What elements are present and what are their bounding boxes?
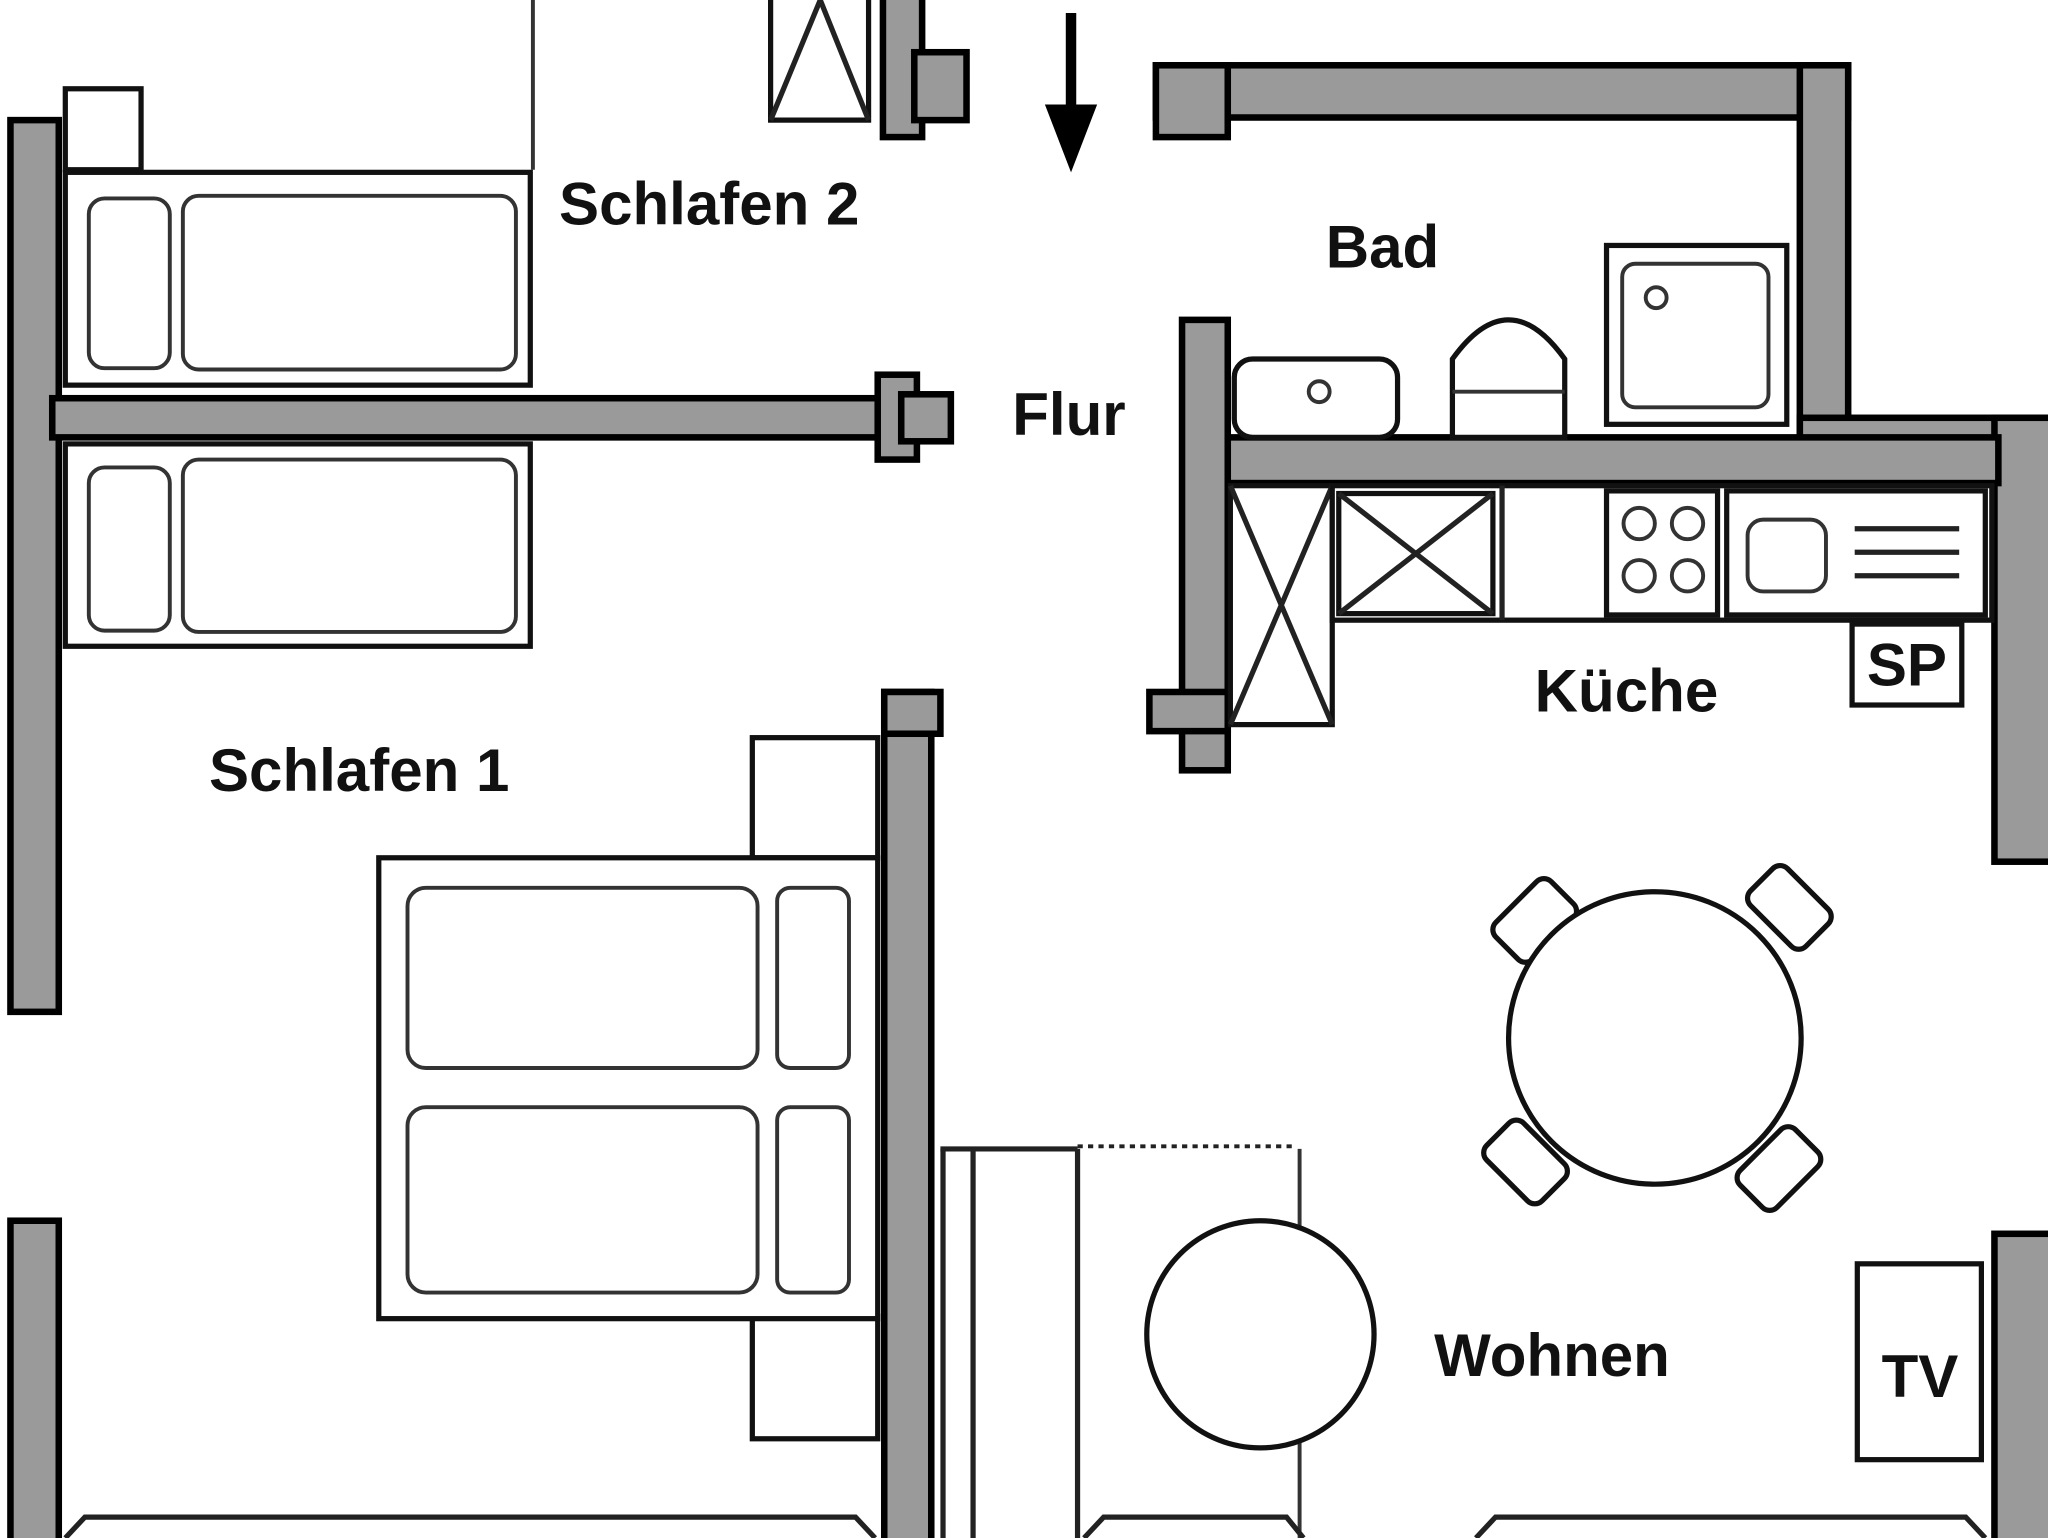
bedroom-divider-wall-cap (897, 391, 955, 445)
right-outer-wall-lower (1991, 1230, 2048, 1538)
single-bed-lower (62, 441, 533, 649)
left-outer-wall-lower (7, 1217, 63, 1538)
entrance-arrow-icon (1044, 13, 1098, 173)
bathroom-right-wall (1796, 62, 1852, 448)
nightstand-lower (749, 1313, 881, 1442)
washbasin (1231, 356, 1401, 440)
room-label-flur: Flur (1012, 381, 1125, 448)
coffee-table (1144, 1218, 1377, 1451)
room-label-bad: Bad (1326, 214, 1439, 281)
tall-cabinet (1227, 483, 1335, 728)
room-label-wohnen: Wohnen (1434, 1322, 1670, 1389)
nightstand-upper (749, 735, 881, 861)
right-outer-wall-upper (1991, 414, 2048, 865)
wardrobe-top (767, 0, 872, 123)
hall-vertical-wall-foot (1146, 688, 1232, 735)
bathroom-top-wall (1152, 62, 1852, 121)
tv-cabinet: TV (1854, 1261, 1984, 1463)
fridge (1336, 490, 1496, 617)
toilet (1449, 317, 1568, 440)
bath-kitchen-wall (1185, 434, 2002, 487)
central-wall (880, 688, 935, 1538)
top-door-wall-cap (911, 48, 970, 124)
dining-table (1481, 862, 1834, 1213)
stove (1603, 488, 1721, 618)
bottom-windows (63, 1514, 1988, 1538)
room-label-schlafen-2: Schlafen 2 (559, 171, 859, 238)
double-bed (376, 855, 881, 1322)
sofa (940, 1144, 1302, 1538)
shower-tray (1603, 242, 1790, 427)
bedroom-divider-wall (48, 394, 918, 441)
kitchen-sink (1724, 488, 1988, 618)
tv-label: TV (1882, 1343, 1959, 1410)
room-label-kueche: Küche (1535, 658, 1719, 725)
left-outer-wall-upper (7, 116, 63, 1016)
single-bed-upper (62, 169, 533, 388)
walls (7, 0, 2048, 1538)
storage-box-sp: SP (1849, 621, 1965, 708)
bathroom-top-wall-cap (1152, 62, 1232, 141)
sp-label: SP (1867, 631, 1947, 698)
room-label-schlafen-1: Schlafen 1 (209, 737, 509, 804)
nightstand-top (62, 86, 144, 173)
central-wall-cap (880, 688, 944, 738)
